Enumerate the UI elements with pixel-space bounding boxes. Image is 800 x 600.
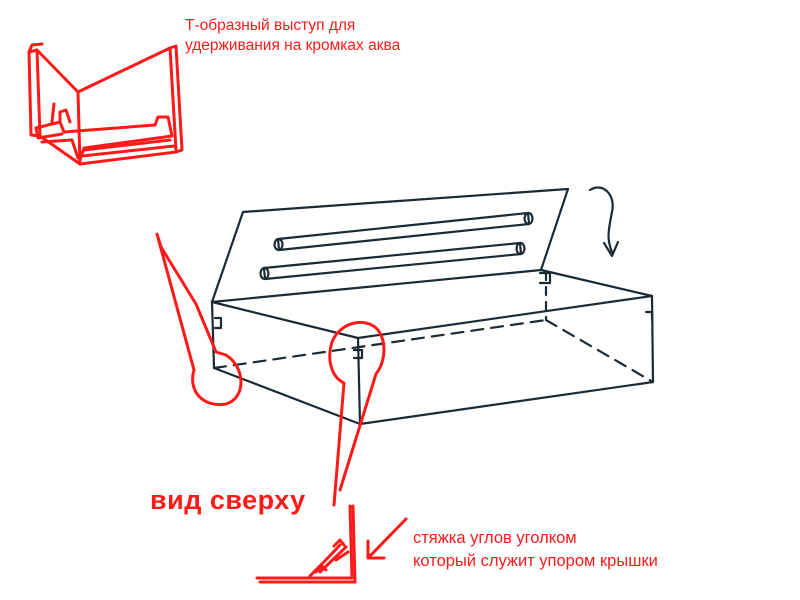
aquarium-cover-box: [210, 186, 655, 426]
t-profile-sketch: [27, 42, 184, 166]
corner-bracket-note-line2: который служит упором крышки: [413, 551, 658, 570]
callout-right: [328, 320, 386, 507]
callout-left: [155, 232, 243, 407]
top-view-corner: [255, 504, 357, 584]
t-profile-note-line2: удерживания на кромках аква: [185, 37, 401, 55]
corner-pointer-arrow: [366, 517, 408, 560]
t-profile-note-line1: Т-образный выступ для: [185, 17, 356, 34]
t-profile-note: Т-образный выступ для удерживания на кро…: [185, 16, 400, 56]
corner-bracket-note: стяжка углов уголком который служит упор…: [413, 527, 658, 573]
corner-bracket-note-line1: стяжка углов уголком: [413, 529, 577, 547]
top-view-label: вид сверху: [150, 485, 306, 515]
